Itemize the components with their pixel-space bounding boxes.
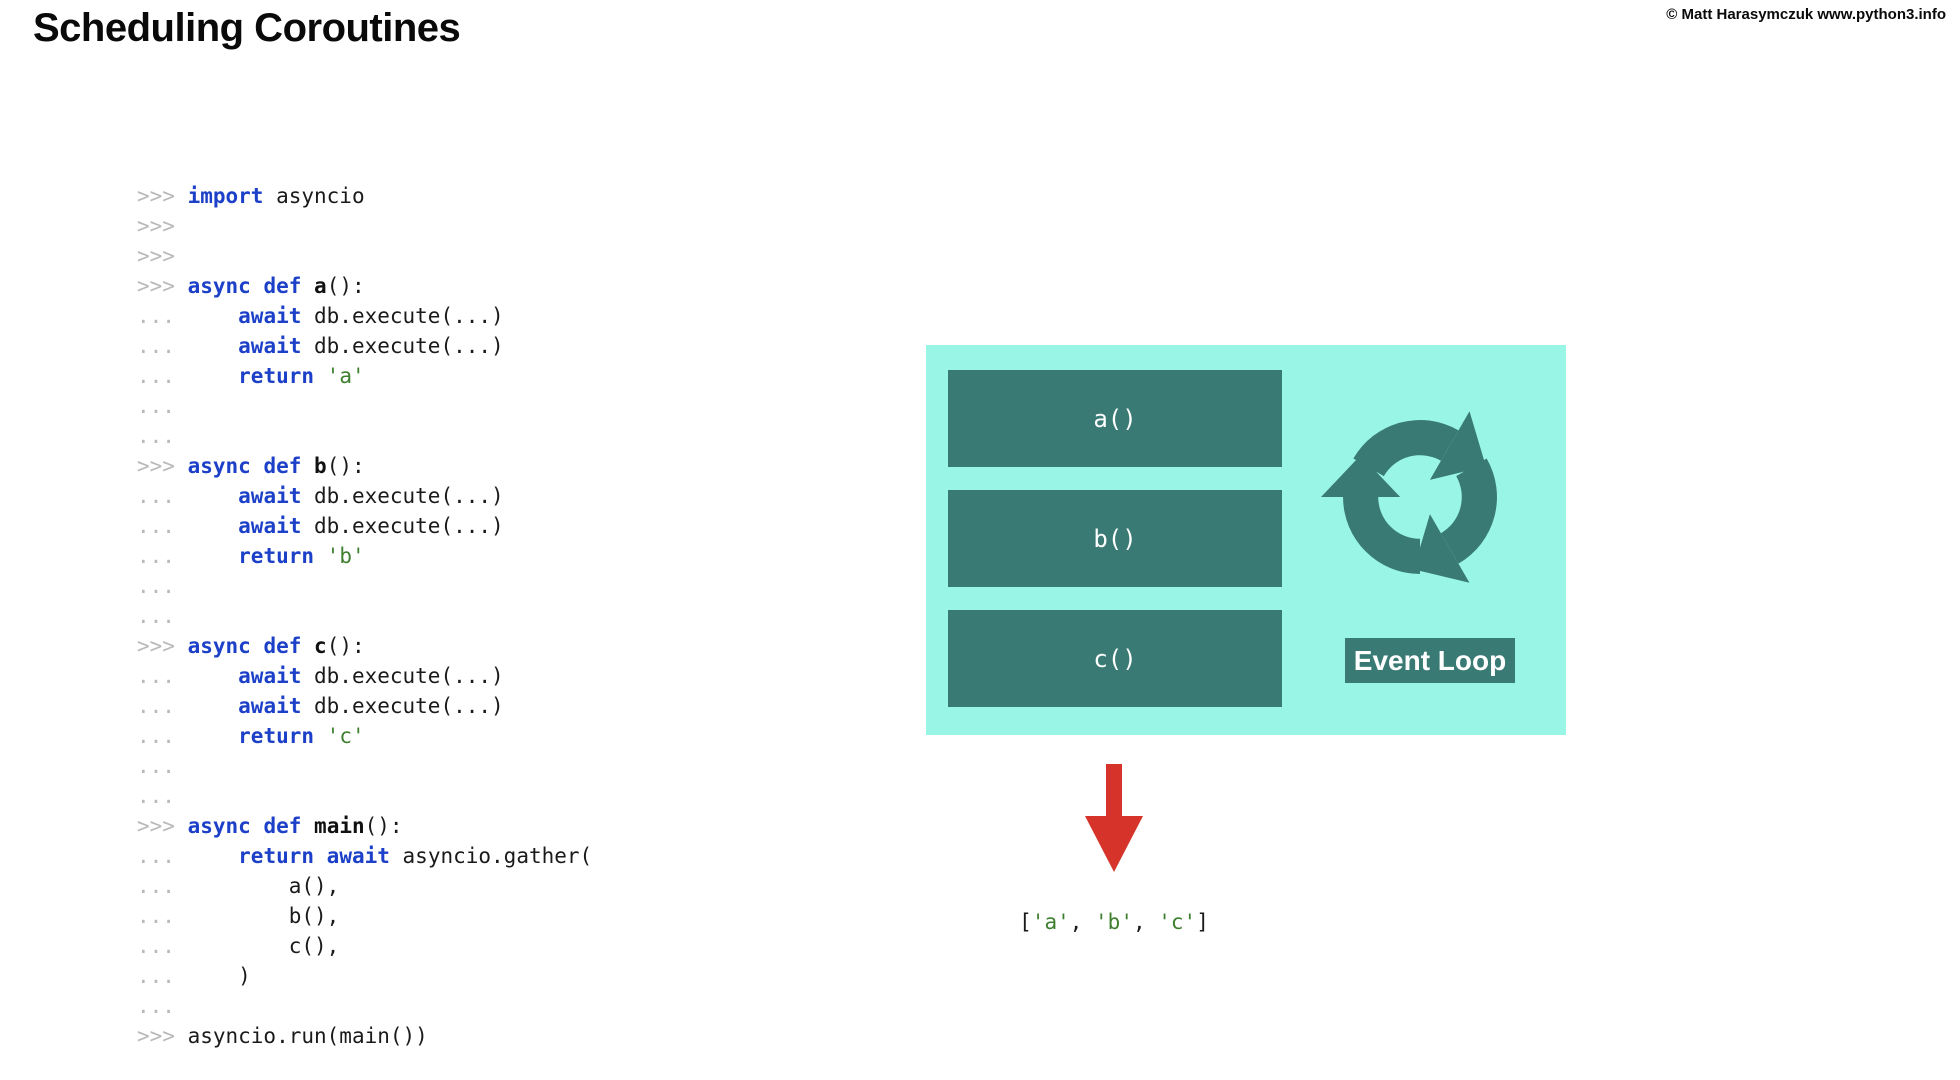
code-line: >>> import asyncio xyxy=(137,184,365,208)
copyright-notice: © Matt Harasymczuk www.python3.info xyxy=(1666,6,1946,23)
code-line: ... xyxy=(137,424,175,448)
task-queue: a() b() c() xyxy=(948,370,1282,730)
code-line: ... return 'a' xyxy=(137,364,365,388)
code-line: ... await db.execute(...) xyxy=(137,514,504,538)
python-repl-code: >>> import asyncio >>> >>> >>> async def a(… xyxy=(137,181,592,1051)
code-line: ... return 'c' xyxy=(137,724,365,748)
down-arrow-icon xyxy=(1085,764,1143,872)
page-title: Scheduling Coroutines xyxy=(33,6,461,50)
code-line: >>> xyxy=(137,214,175,238)
task-label: c() xyxy=(1093,644,1137,673)
code-line: ... await db.execute(...) xyxy=(137,334,504,358)
event-loop-panel: a() b() c() Event Loop xyxy=(926,345,1566,735)
task-label: b() xyxy=(1093,524,1137,553)
code-line: ... xyxy=(137,754,175,778)
code-line: ... await db.execute(...) xyxy=(137,484,504,508)
code-line: ... xyxy=(137,994,175,1018)
code-line: ... xyxy=(137,394,175,418)
code-line: ... c(), xyxy=(137,934,340,958)
code-line: >>> async def c(): xyxy=(137,634,365,658)
code-line: ... xyxy=(137,784,175,808)
task-box: c() xyxy=(948,610,1282,707)
code-line: >>> asyncio.run(main()) xyxy=(137,1024,428,1048)
code-line: ... b(), xyxy=(137,904,340,928)
code-line: >>> async def main(): xyxy=(137,814,403,838)
task-box: a() xyxy=(948,370,1282,467)
gather-result-output: ['a', 'b', 'c'] xyxy=(1019,910,1209,934)
code-line: ... xyxy=(137,574,175,598)
code-line: >>> async def b(): xyxy=(137,454,365,478)
code-line: ... return 'b' xyxy=(137,544,365,568)
code-line: ... await db.execute(...) xyxy=(137,304,504,328)
task-box: b() xyxy=(948,490,1282,587)
code-line: ... await db.execute(...) xyxy=(137,694,504,718)
code-line: >>> xyxy=(137,244,175,268)
code-line: ... ) xyxy=(137,964,251,988)
code-line: ... xyxy=(137,604,175,628)
task-label: a() xyxy=(1093,404,1137,433)
circular-arrows-icon xyxy=(1321,411,1497,583)
code-line: >>> async def a(): xyxy=(137,274,365,298)
code-line: ... a(), xyxy=(137,874,340,898)
event-loop-label: Event Loop xyxy=(1345,638,1515,683)
code-line: ... return await asyncio.gather( xyxy=(137,844,593,868)
code-line: ... await db.execute(...) xyxy=(137,664,504,688)
